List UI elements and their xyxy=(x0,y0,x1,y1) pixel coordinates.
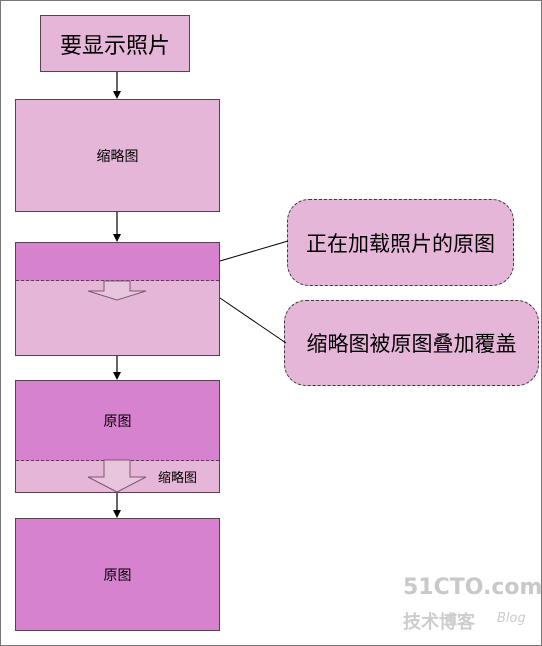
loading-original-band xyxy=(16,243,219,281)
overlay-callout: 缩略图被原图叠加覆盖 xyxy=(284,300,539,386)
overlay-original-label: 原图 xyxy=(103,413,132,430)
overlay-original-band: 原图 xyxy=(16,381,219,461)
overlay-callout-text: 缩略图被原图叠加覆盖 xyxy=(306,332,517,356)
final-original-box: 原图 xyxy=(15,518,220,631)
start-step-label: 要显示照片 xyxy=(59,33,170,59)
overlay-stage-box: 原图 缩略图 xyxy=(15,380,220,493)
overlay-thumbnail-label: 缩略图 xyxy=(158,471,198,486)
loading-callout: 正在加载照片的原图 xyxy=(287,199,514,286)
final-original-label: 原图 xyxy=(103,567,132,584)
thumbnail-step-box: 缩略图 xyxy=(15,99,220,212)
watermark: 51CTO.com 技术博客 Blog xyxy=(403,575,542,635)
watermark-site: 51CTO.com xyxy=(403,575,542,600)
loading-callout-text: 正在加载照片的原图 xyxy=(306,231,495,256)
thumbnail-step-label: 缩略图 xyxy=(96,148,139,165)
start-step-box: 要显示照片 xyxy=(40,15,190,72)
watermark-blog: Blog xyxy=(497,611,526,626)
watermark-subtitle: 技术博客 xyxy=(403,612,475,633)
loading-stage-box xyxy=(15,242,220,356)
